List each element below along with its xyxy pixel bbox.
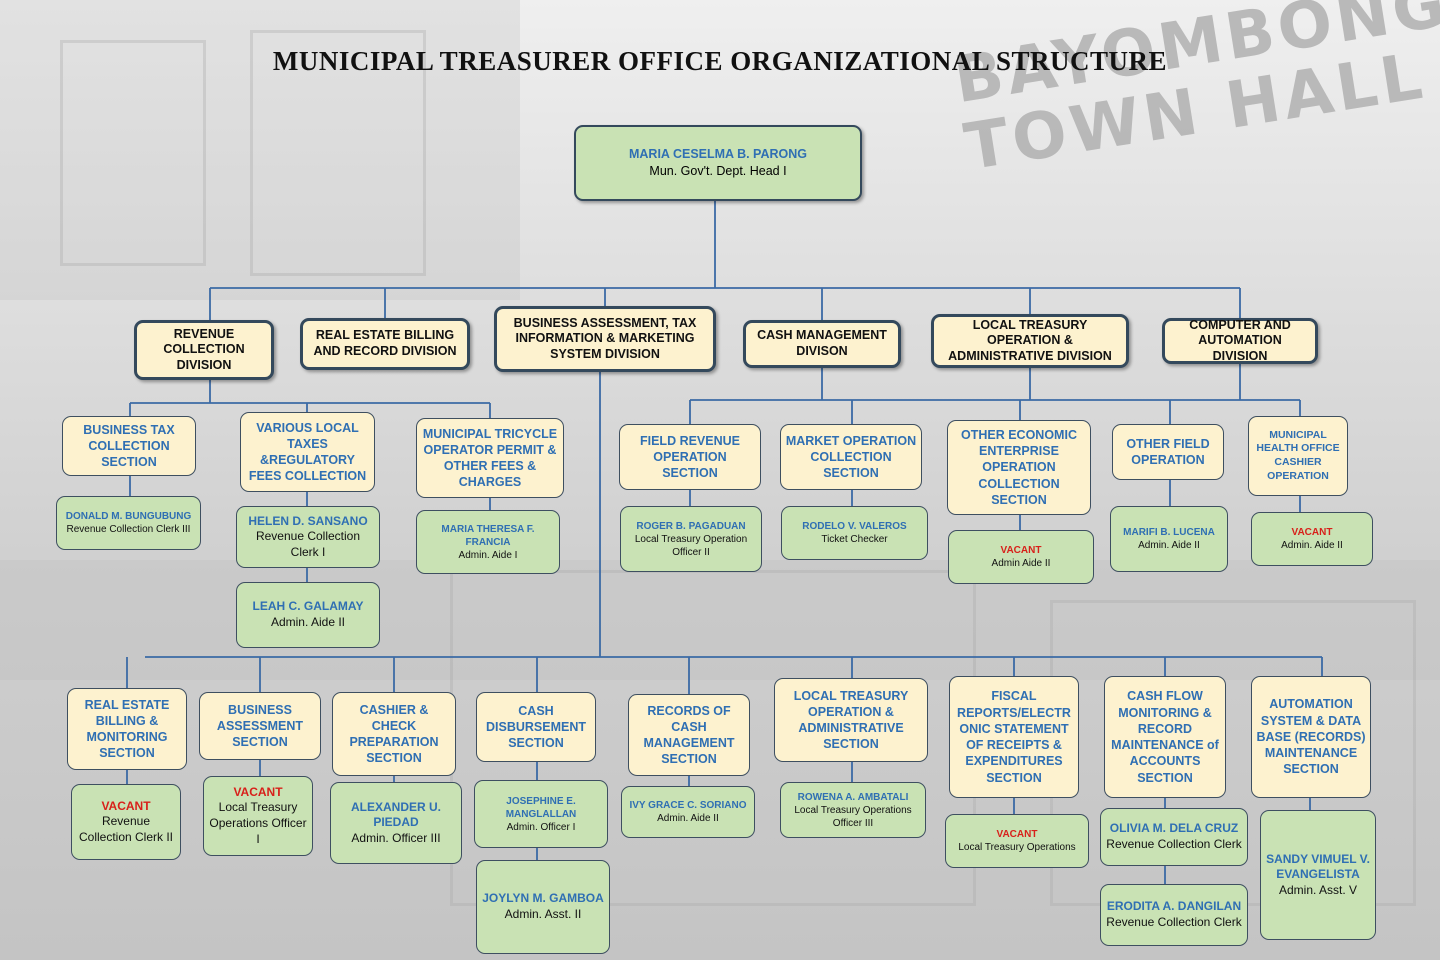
staff-name: VACANT xyxy=(101,798,151,813)
staff-name: HELEN D. SANSANO xyxy=(248,513,368,528)
staff-name: ROGER B. PAGADUAN xyxy=(636,520,746,532)
section-tricycle-operator-permit: MUNICIPAL TRICYCLE OPERATOR PERMIT & OTH… xyxy=(416,418,564,498)
staff-card: IVY GRACE C. SORIANO Admin. Aide II xyxy=(621,786,755,838)
staff-position: Admin. Asst. II xyxy=(504,907,582,921)
staff-name: VACANT xyxy=(1291,527,1333,538)
staff-card: ROWENA A. AMBATALI Local Treasury Operat… xyxy=(780,782,926,838)
staff-name: MARIA THERESA F. FRANCIA xyxy=(441,523,535,548)
staff-position: Admin. Aide II xyxy=(657,813,719,824)
staff-position: Admin. Officer I xyxy=(506,821,576,833)
staff-card: VACANT Admin Aide II xyxy=(948,530,1094,584)
staff-position: Revenue Collection Clerk xyxy=(1106,915,1242,929)
section-records-cash-management: RECORDS OF CASH MANAGEMENT SECTION xyxy=(628,694,750,776)
staff-name: ALEXANDER U. PIEDAD xyxy=(350,799,441,830)
staff-card: SANDY VIMUEL V. EVANGELISTA Admin. Asst.… xyxy=(1260,810,1376,940)
staff-position: Admin. Officer III xyxy=(351,830,441,845)
staff-name: DONALD M. BUNGUBUNG xyxy=(65,511,192,522)
staff-position: Ticket Checker xyxy=(821,534,888,545)
staff-card: VACANT Local Treasury Operations Officer… xyxy=(203,776,313,856)
staff-card: JOYLYN M. GAMBOA Admin. Asst. II xyxy=(476,860,610,954)
section-cashier-check-preparation: CASHIER & CHECK PREPARATION SECTION xyxy=(332,692,456,776)
staff-card: ALEXANDER U. PIEDAD Admin. Officer III xyxy=(330,782,462,864)
staff-card: MARIA THERESA F. FRANCIA Admin. Aide I xyxy=(416,510,560,574)
section-market-operation-collection: MARKET OPERATION COLLECTION SECTION xyxy=(780,424,922,490)
section-other-economic-enterprise: OTHER ECONOMIC ENTERPRISE OPERATION COLL… xyxy=(947,420,1091,515)
staff-card: VACANT Admin. Aide II xyxy=(1251,512,1373,566)
staff-card: JOSEPHINE E. MANGLALLAN Admin. Officer I xyxy=(474,780,608,848)
section-cash-disbursement: CASH DISBURSEMENT SECTION xyxy=(476,692,596,762)
staff-position: Local Treasury Operations xyxy=(958,842,1076,853)
staff-name: LEAH C. GALAMAY xyxy=(252,599,364,614)
section-cash-flow-monitoring: CASH FLOW MONITORING & RECORD MAINTENANC… xyxy=(1104,676,1226,798)
staff-card: VACANT Revenue Collection Clerk II xyxy=(71,784,181,860)
staff-name: VACANT xyxy=(233,784,283,799)
staff-position: Admin. Asst. V xyxy=(1278,882,1358,897)
division-cash-management: CASH MANAGEMENT DIVISON xyxy=(743,320,901,368)
staff-position: Local Treasury Operations Officer III xyxy=(794,804,912,829)
staff-position: Revenue Collection Clerk III xyxy=(66,524,191,535)
section-field-revenue-operation: FIELD REVENUE OPERATION SECTION xyxy=(619,424,761,490)
staff-position: Admin Aide II xyxy=(991,558,1051,569)
staff-position: Revenue Collection Clerk II xyxy=(78,814,174,844)
head-name: MARIA CESELMA B. PARONG xyxy=(628,147,807,162)
division-real-estate-billing: REAL ESTATE BILLING AND RECORD DIVISION xyxy=(300,318,470,370)
staff-position: Local Treasury Operations Officer I xyxy=(209,800,307,846)
staff-card: OLIVIA M. DELA CRUZ Revenue Collection C… xyxy=(1100,808,1248,866)
division-local-treasury: LOCAL TREASURY OPERATION & ADMINISTRATIV… xyxy=(931,314,1129,368)
section-local-treasury-admin: LOCAL TREASURY OPERATION & ADMINISTRATIV… xyxy=(774,678,928,762)
staff-position: Local Treasury Operation Officer II xyxy=(634,533,748,558)
staff-name: MARIFI B. LUCENA xyxy=(1123,527,1215,538)
division-business-assessment: BUSINESS ASSESSMENT, TAX INFORMATION & M… xyxy=(494,306,716,372)
section-health-office-cashier: MUNICIPAL HEALTH OFFICE CASHIER OPERATIO… xyxy=(1248,416,1348,496)
staff-card: LEAH C. GALAMAY Admin. Aide II xyxy=(236,582,380,648)
staff-card: HELEN D. SANSANO Revenue Collection Cler… xyxy=(236,506,380,568)
division-computer-automation: COMPUTER AND AUTOMATION DIVISION xyxy=(1162,318,1318,364)
chart-title: MUNICIPAL TREASURER OFFICE ORGANIZATIONA… xyxy=(272,46,1168,76)
staff-name: ROWENA A. AMBATALI xyxy=(797,791,909,803)
section-other-field-operation: OTHER FIELD OPERATION xyxy=(1112,424,1224,480)
staff-name: SANDY VIMUEL V. EVANGELISTA xyxy=(1266,851,1370,882)
section-fiscal-reports: FISCAL REPORTS/ELECTR ONIC STATEMENT OF … xyxy=(949,676,1079,798)
staff-card: VACANT Local Treasury Operations xyxy=(945,814,1089,868)
section-automation-system: AUTOMATION SYSTEM & DATA BASE (RECORDS) … xyxy=(1251,676,1371,798)
staff-position: Admin. Aide II xyxy=(1138,540,1200,551)
staff-name: VACANT xyxy=(1000,545,1042,556)
staff-name: JOYLYN M. GAMBOA xyxy=(482,891,604,906)
staff-name: RODELO V. VALEROS xyxy=(802,521,907,532)
staff-card: DONALD M. BUNGUBUNG Revenue Collection C… xyxy=(56,496,201,550)
staff-name: OLIVIA M. DELA CRUZ xyxy=(1109,821,1239,836)
section-business-tax-collection: BUSINESS TAX COLLECTION SECTION xyxy=(62,416,196,476)
staff-card: RODELO V. VALEROS Ticket Checker xyxy=(781,506,928,560)
section-real-estate-billing-monitoring: REAL ESTATE BILLING & MONITORING SECTION xyxy=(67,688,187,770)
staff-position: Admin. Aide I xyxy=(458,549,518,561)
staff-card: ERODITA A. DANGILAN Revenue Collection C… xyxy=(1100,884,1248,946)
staff-name: VACANT xyxy=(996,829,1038,840)
staff-card: ROGER B. PAGADUAN Local Treasury Operati… xyxy=(620,506,762,572)
department-head-box: MARIA CESELMA B. PARONG Mun. Gov't. Dept… xyxy=(574,125,862,201)
staff-position: Admin. Aide II xyxy=(270,615,346,629)
division-revenue-collection: REVENUE COLLECTION DIVISION xyxy=(134,320,274,380)
staff-position: Revenue Collection Clerk xyxy=(1106,837,1242,851)
head-position: Mun. Gov't. Dept. Head I xyxy=(649,164,787,178)
staff-name: IVY GRACE C. SORIANO xyxy=(629,800,747,811)
staff-name: ERODITA A. DANGILAN xyxy=(1106,899,1242,914)
staff-position: Admin. Aide II xyxy=(1281,540,1343,551)
section-business-assessment: BUSINESS ASSESSMENT SECTION xyxy=(199,692,321,760)
staff-name: JOSEPHINE E. MANGLALLAN xyxy=(505,795,577,820)
section-various-local-taxes: VARIOUS LOCAL TAXES &REGULATORY FEES COL… xyxy=(240,412,375,492)
staff-position: Revenue Collection Clerk I xyxy=(255,529,361,559)
staff-card: MARIFI B. LUCENA Admin. Aide II xyxy=(1110,506,1228,572)
